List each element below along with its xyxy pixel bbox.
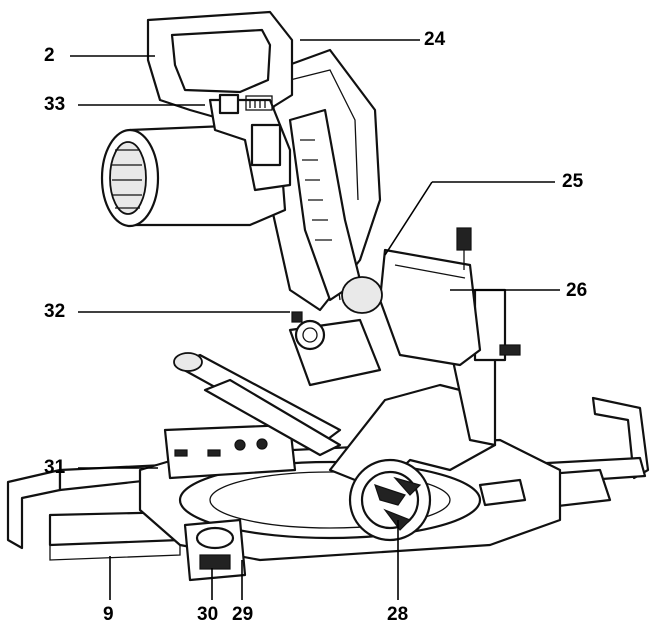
operating-handle [146,10,294,192]
callout-2: 2 [44,45,55,66]
callout-29: 29 [232,604,254,625]
bevel-knob [348,458,432,542]
callout-28: 28 [387,604,409,625]
callout-31: 31 [44,457,66,478]
callout-33: 33 [44,94,66,115]
saw-arm [288,108,362,351]
fence [163,423,297,480]
callout-9: 9 [103,604,114,625]
dust-port [341,227,482,367]
slide-rails [173,352,342,457]
leader-25b [384,181,433,256]
callout-30: 30 [197,604,219,625]
callout-24: 24 [424,29,446,50]
leader-lines [70,39,560,600]
callout-26: 26 [566,280,588,301]
callout-32: 32 [44,301,66,322]
callout-25: 25 [562,171,584,192]
